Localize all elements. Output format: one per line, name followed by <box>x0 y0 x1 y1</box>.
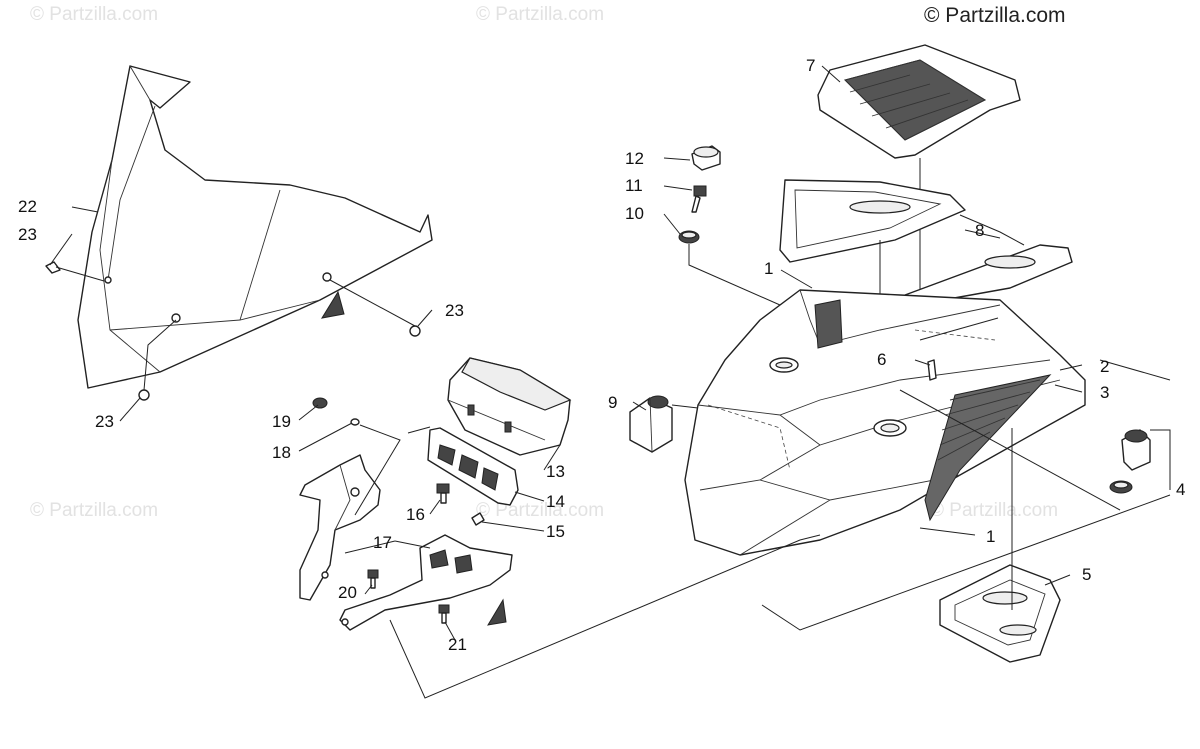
copyright-notice: © Partzilla.com <box>924 4 1066 27</box>
callout-2: 2 <box>1100 357 1109 376</box>
part-bolt-16 <box>436 483 450 504</box>
watermark-top-left: © Partzilla.com <box>30 4 159 25</box>
callout-14: 14 <box>546 492 565 511</box>
part-nut-19 <box>312 397 328 409</box>
part-outlet-socket <box>1109 429 1151 494</box>
part-gauge-bracket <box>427 427 519 506</box>
callout-1-bottom: 1 <box>986 527 995 546</box>
callout-23-bottom: 23 <box>95 412 114 431</box>
watermark-mid-left: © Partzilla.com <box>30 500 159 521</box>
callout-23-left: 23 <box>18 225 37 244</box>
callout-10: 10 <box>625 204 644 223</box>
part-storage-net <box>817 44 1021 159</box>
part-side-panel-upper <box>779 179 966 263</box>
part-screw-20 <box>367 569 379 589</box>
part-screw-21 <box>438 604 450 624</box>
part-side-panel-lower <box>904 244 1073 306</box>
part-clip-15 <box>471 512 485 526</box>
callout-20: 20 <box>338 583 357 602</box>
callout-8: 8 <box>975 221 984 240</box>
callout-13: 13 <box>546 462 565 481</box>
watermark-top-center: © Partzilla.com <box>476 4 605 25</box>
callout-7: 7 <box>806 56 815 75</box>
part-floor-panel <box>939 564 1061 663</box>
part-washer-18 <box>350 418 360 426</box>
callout-5: 5 <box>1082 565 1091 584</box>
callout-6: 6 <box>877 350 886 369</box>
part-gauge-cluster <box>447 357 572 456</box>
callout-15: 15 <box>546 522 565 541</box>
callout-19: 19 <box>272 412 291 431</box>
part-power-outlet <box>629 395 673 453</box>
callout-12: 12 <box>625 149 644 168</box>
callout-11: 11 <box>625 176 643 195</box>
part-mount-bracket-right <box>339 534 513 631</box>
callout-9: 9 <box>608 393 617 412</box>
callout-18: 18 <box>272 443 291 462</box>
watermark-mid-right: © Partzilla.com <box>930 500 1059 521</box>
callout-22: 22 <box>18 197 37 216</box>
part-ignition-cap <box>691 145 721 171</box>
part-ignition-key <box>691 185 707 213</box>
callout-4: 4 <box>1176 480 1185 499</box>
part-clip <box>927 359 937 381</box>
callout-23-right: 23 <box>445 301 464 320</box>
callout-1-top: 1 <box>764 259 773 278</box>
part-windshield <box>77 65 433 389</box>
callout-21: 21 <box>448 635 467 654</box>
part-ignition-nut <box>678 230 700 244</box>
part-hood-body <box>684 289 1086 556</box>
callout-16: 16 <box>406 505 425 524</box>
callout-17: 17 <box>373 533 392 552</box>
part-mount-bracket-left <box>299 454 381 601</box>
callout-3: 3 <box>1100 383 1109 402</box>
